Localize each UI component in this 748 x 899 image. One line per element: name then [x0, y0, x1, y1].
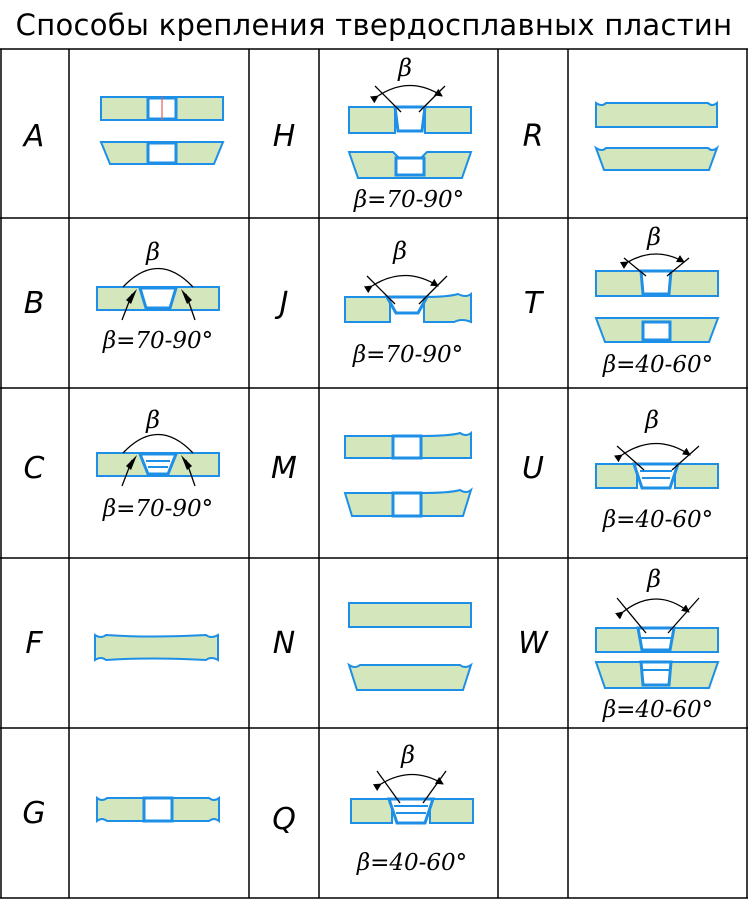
- angle-beta-B: β: [145, 238, 160, 266]
- code-T: T: [524, 286, 545, 321]
- angle-range-C: β=70-90°: [102, 496, 213, 522]
- insert-diagram-A: [99, 96, 225, 165]
- angle-range-B: β=70-90°: [102, 328, 213, 354]
- insert-diagram-C: β β=70-90°: [96, 406, 220, 522]
- code-B: B: [24, 286, 45, 321]
- table-grid: [0, 48, 748, 899]
- insert-diagram-R: [594, 100, 720, 171]
- angle-beta-U: β: [644, 406, 659, 434]
- angle-beta-C: β: [145, 406, 160, 434]
- code-R: R: [523, 119, 544, 154]
- insert-diagram-B: β β=70-90°: [96, 238, 220, 354]
- code-C: C: [24, 451, 45, 486]
- page-title: Способы крепления твердосплавных пластин: [15, 8, 733, 42]
- code-Q: Q: [272, 802, 296, 837]
- code-H: H: [273, 119, 296, 154]
- angle-beta-W: β: [646, 565, 661, 593]
- code-A: A: [22, 119, 45, 154]
- insert-diagram-N: [347, 602, 473, 691]
- code-U: U: [522, 451, 544, 486]
- angle-range-U: β=40-60°: [602, 507, 713, 533]
- code-W: W: [518, 626, 549, 661]
- insert-diagram-F: [94, 633, 219, 662]
- angle-beta-H: β: [397, 54, 412, 82]
- angle-range-W: β=40-60°: [602, 697, 713, 723]
- angle-beta-T: β: [646, 223, 661, 251]
- angle-range-T: β=40-60°: [602, 352, 713, 378]
- code-N: N: [273, 626, 295, 661]
- code-M: M: [271, 451, 297, 486]
- code-F: F: [25, 626, 43, 661]
- insert-diagram-U: β β=40-60°: [595, 406, 719, 533]
- insert-diagram-G: [96, 795, 220, 824]
- angle-beta-J: β: [392, 237, 407, 265]
- insert-diagram-Q: β β=40-60°: [350, 741, 474, 876]
- insert-diagram-M: [343, 430, 473, 518]
- angle-beta-Q: β: [400, 741, 415, 769]
- angle-range-J: β=70-90°: [352, 342, 463, 368]
- code-J: J: [275, 286, 289, 321]
- angle-range-Q: β=40-60°: [356, 850, 467, 876]
- code-G: G: [22, 796, 45, 831]
- insert-diagram-H: β β=70-90°: [347, 54, 473, 213]
- insert-diagram-J: β β=70-90°: [344, 237, 472, 368]
- angle-range-H: β=70-90°: [353, 187, 464, 213]
- insert-diagram-T: β β=40-60°: [594, 223, 720, 378]
- insert-diagram-W: β β=40-60°: [594, 565, 720, 723]
